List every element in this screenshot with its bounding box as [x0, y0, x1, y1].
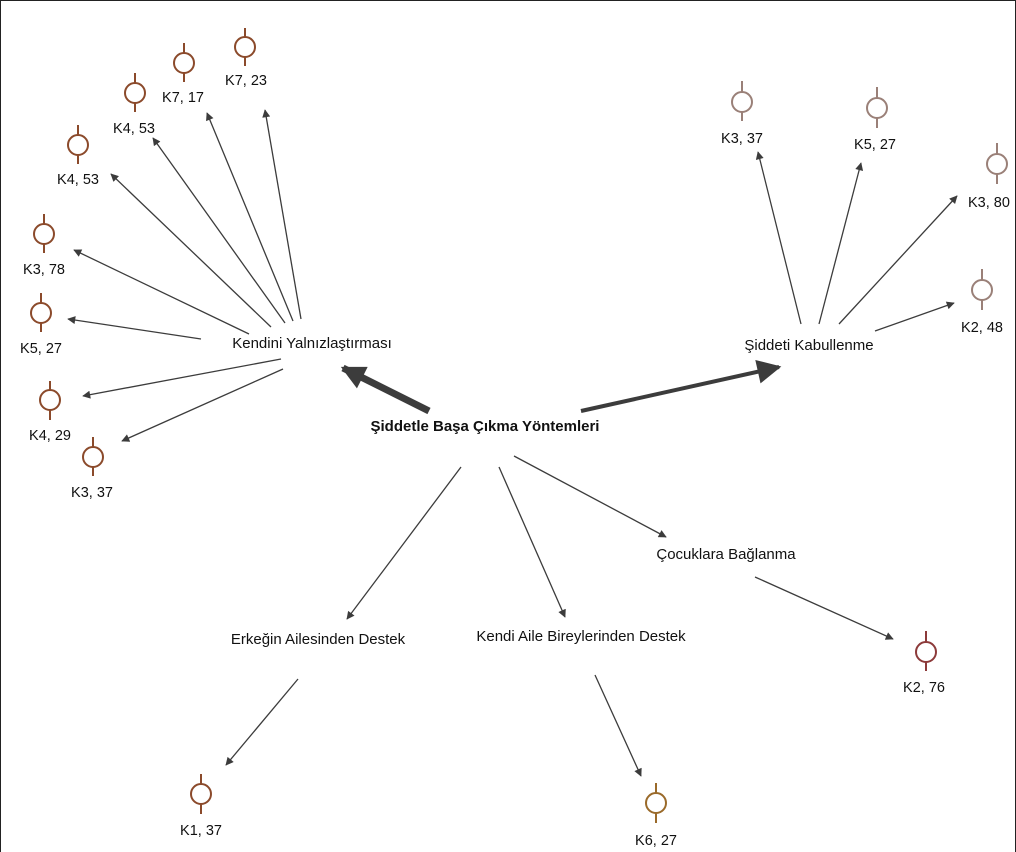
edge-yalniz-k3-37 — [121, 368, 284, 442]
code-label: K3, 78 — [23, 262, 65, 278]
code-label: K3, 37 — [721, 131, 763, 147]
edge-central-yalniz — [340, 364, 431, 415]
code-label: K2, 76 — [903, 680, 945, 696]
code-node — [190, 774, 212, 814]
code-node — [39, 381, 61, 420]
code-label: K4, 53 — [113, 121, 155, 137]
edge-kabul-k5-27 — [818, 162, 864, 325]
theme-label-erkek-aile: Erkeğin Ailesinden Destek — [231, 631, 406, 648]
edges-yalnizlastirma — [67, 109, 302, 442]
edge-central-cocuk — [513, 455, 667, 538]
edge-central-erkek — [346, 466, 462, 620]
edge-yalniz-k4-29 — [82, 358, 282, 399]
code-node — [645, 783, 667, 823]
edge-yalniz-k3-78 — [73, 249, 250, 335]
code-node — [124, 73, 146, 112]
code-node — [82, 437, 104, 476]
code-label: K3, 80 — [968, 195, 1010, 211]
code-label: K4, 29 — [29, 428, 71, 444]
edges-lower — [225, 576, 894, 777]
edge-yalniz-k4-53b — [110, 173, 272, 328]
code-label: K7, 17 — [162, 90, 204, 106]
code-node — [67, 125, 89, 164]
code-node — [731, 81, 753, 121]
theme-label-kabullenme: Şiddeti Kabullenme — [744, 337, 873, 354]
code-label: K3, 37 — [71, 485, 113, 501]
edge-kabul-k3-37 — [755, 151, 802, 325]
code-nodes: K7, 23 K7, 17 K4, 53 K4, 53 K3, 78 K5, 2… — [20, 28, 1010, 849]
code-label: K2, 48 — [961, 320, 1003, 336]
theme-label-kendi-aile: Kendi Aile Bireylerinden Destek — [476, 628, 686, 645]
code-node — [30, 293, 52, 332]
edge-cocuk-k2-76 — [754, 576, 894, 640]
edge-yalniz-k7-17 — [206, 112, 294, 322]
code-node — [986, 143, 1008, 184]
edge-central-kabul — [580, 359, 782, 413]
code-label: K6, 27 — [635, 833, 677, 849]
edge-erkek-k1-37 — [225, 678, 299, 766]
edge-kabul-k2-48 — [874, 301, 955, 332]
edge-kabul-k3-80 — [838, 195, 958, 325]
central-label: Şiddetle Başa Çıkma Yöntemleri — [371, 418, 600, 435]
code-label: K1, 37 — [180, 823, 222, 839]
code-node — [33, 214, 55, 253]
edges-central — [340, 359, 782, 620]
code-node — [971, 269, 993, 310]
edge-yalniz-k5-27 — [67, 316, 202, 340]
code-label: K4, 53 — [57, 172, 99, 188]
code-node — [234, 28, 256, 66]
edge-yalniz-k4-53a — [152, 137, 286, 324]
edge-yalniz-k7-23 — [262, 109, 302, 320]
theme-labels: Kendini Yalnızlaştırması Şiddeti Kabulle… — [231, 335, 874, 648]
code-node — [173, 43, 195, 82]
edge-central-kendi — [498, 466, 566, 618]
code-node — [915, 631, 937, 671]
code-label: K5, 27 — [854, 137, 896, 153]
code-node — [866, 87, 888, 128]
edges-kabullenme — [755, 151, 958, 332]
code-label: K7, 23 — [225, 73, 267, 89]
theme-label-yalnizlastirma: Kendini Yalnızlaştırması — [232, 335, 392, 352]
code-label: K5, 27 — [20, 341, 62, 357]
edge-kendi-k6-27 — [594, 674, 642, 777]
theme-label-cocuklara: Çocuklara Bağlanma — [656, 546, 796, 563]
